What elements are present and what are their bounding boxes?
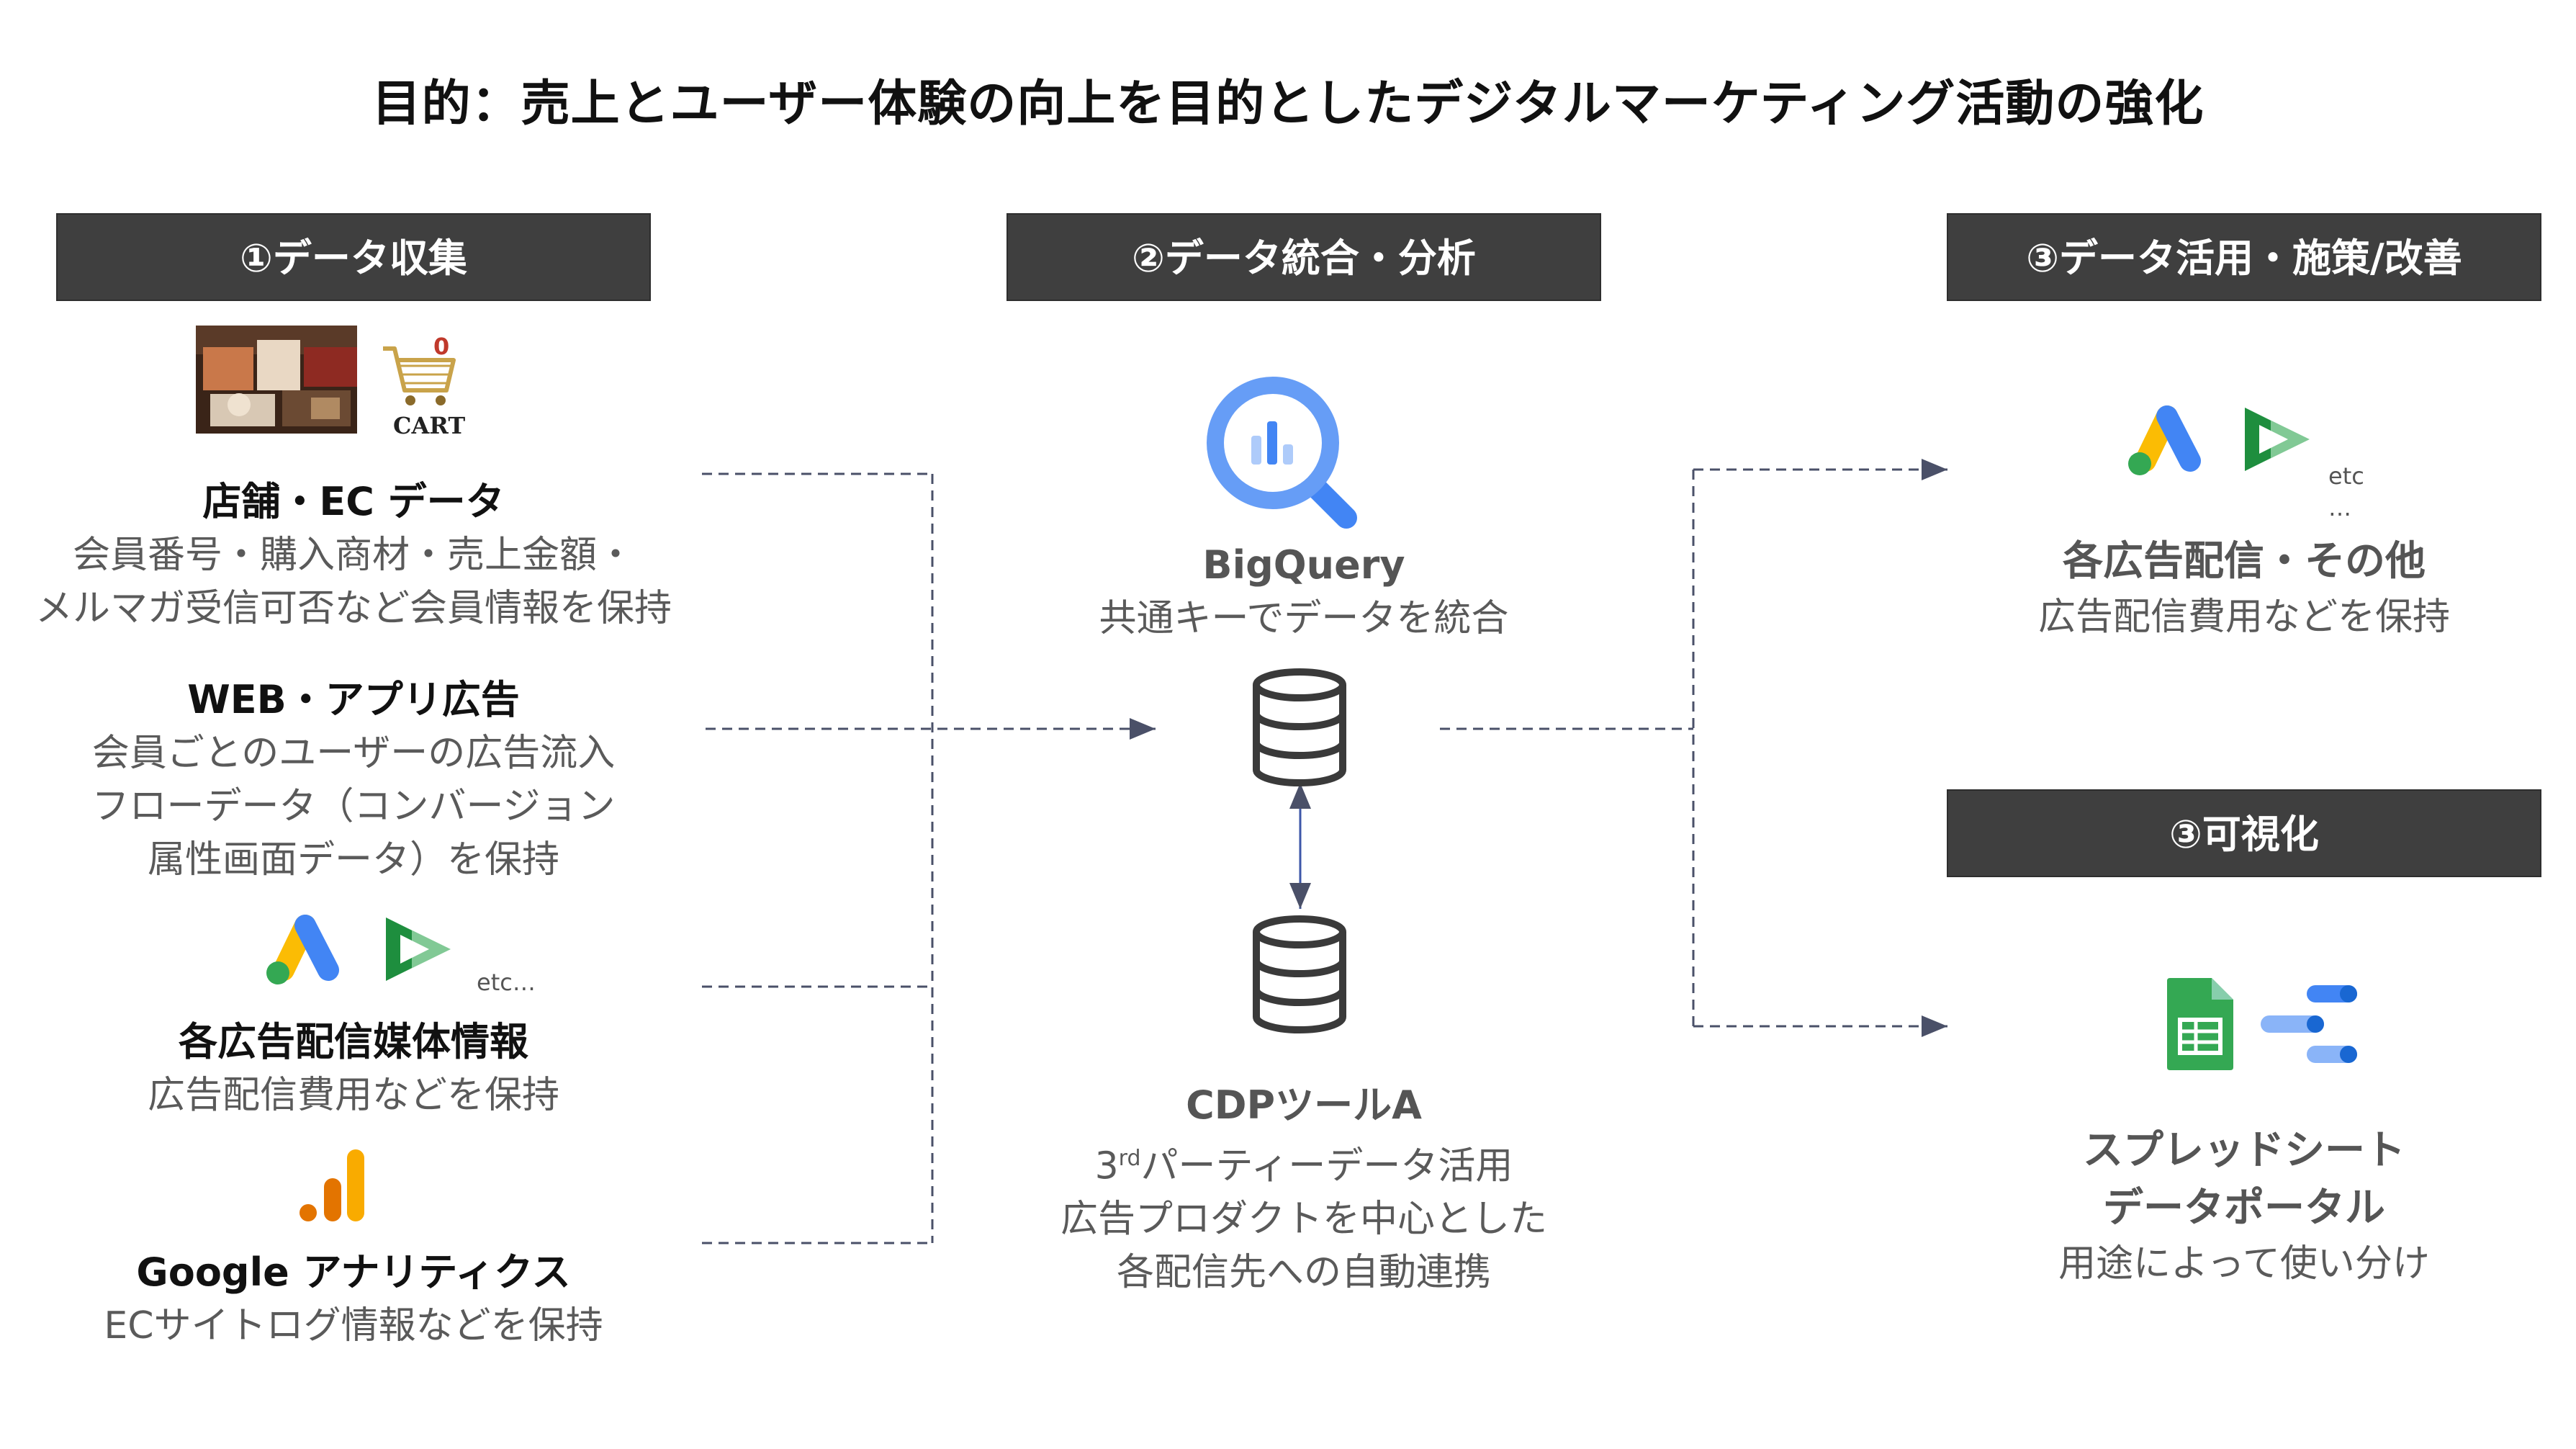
data-portal-icon: [2259, 981, 2360, 1067]
store-ec-block: 店舗・EC データ 会員番号・購入商材・売上金額・ メルマガ受信可否など会員情報…: [0, 475, 707, 635]
visualization-desc: 用途によって使い分け: [2058, 1242, 2430, 1286]
cdp-third-sup: rd: [1118, 1146, 1141, 1171]
database-icon-bigquery: [1246, 666, 1354, 789]
cdp-third-num: 3: [1094, 1144, 1119, 1188]
google-ads-icon: [256, 904, 350, 990]
bigquery-block: BigQuery 共通キーでデータを統合: [1006, 539, 1601, 645]
shopping-cart-icon: 0 CART: [376, 333, 466, 441]
ad-media-heading: 各広告配信媒体情報: [179, 1019, 528, 1064]
etc-label: etc…: [477, 969, 536, 996]
header-data-integration: ②データ統合・分析: [1006, 213, 1601, 301]
google-analytics-block: Google アナリティクス ECサイトログ情報などを保持: [0, 1246, 707, 1352]
ads-utilize-heading: 各広告配信・その他: [2063, 538, 2426, 585]
cdp-desc: 広告プロダクトを中心とした 各配信先への自動連携: [1060, 1198, 1547, 1295]
cdp-block: CDPツールA 3rdパーティーデータ活用 広告プロダクトを中心とした 各配信先…: [1006, 1079, 1601, 1299]
display-video-icon: [376, 906, 462, 992]
bigquery-icon: [1195, 364, 1382, 537]
cart-label: CART: [393, 412, 466, 439]
header-data-collection: ①データ収集: [56, 213, 651, 301]
data-portal-heading: データポータル: [2103, 1185, 2385, 1232]
cdp-desc-line1: 3rdパーティーデータ活用: [1006, 1132, 1601, 1193]
visualization-block: スプレッドシート データポータル 用途によって使い分け: [1947, 1122, 2541, 1291]
google-sheets-icon: [2164, 975, 2236, 1073]
web-app-ads-block: WEB・アプリ広告 会員ごとのユーザーの広告流入 フローデータ（コンバージョン …: [0, 673, 707, 887]
bigquery-desc: 共通キーでデータを統合: [1099, 597, 1509, 640]
web-app-ads-desc: 会員ごとのユーザーの広告流入 フローデータ（コンバージョン 属性画面データ）を保…: [91, 732, 616, 881]
ads-utilize-desc: 広告配信費用などを保持: [2037, 596, 2450, 639]
header-data-utilization: ③データ活用・施策/改善: [1947, 213, 2541, 301]
bigquery-heading: BigQuery: [1202, 542, 1405, 588]
ad-media-block: 各広告配信媒体情報 広告配信費用などを保持: [0, 1015, 707, 1122]
etc-dots-utilize: …: [2328, 494, 2351, 521]
header-visualization: ③可視化: [1947, 789, 2541, 877]
spreadsheet-heading: スプレッドシート: [2083, 1127, 2405, 1174]
store-ec-heading: 店舗・EC データ: [202, 479, 505, 524]
cart-count: 0: [433, 333, 450, 360]
store-ec-desc: 会員番号・購入商材・売上金額・ メルマガ受信可否など会員情報を保持: [35, 534, 672, 630]
page-title: 目的：売上とユーザー体験の向上を目的としたデジタルマーケティング活動の強化: [371, 76, 2205, 133]
cdp-heading: CDPツールA: [1186, 1082, 1422, 1128]
google-analytics-desc: ECサイトログ情報などを保持: [104, 1304, 603, 1347]
database-icon-cdp: [1246, 913, 1354, 1036]
display-video-icon-utilize: [2235, 396, 2321, 483]
store-photo: [196, 326, 357, 434]
cdp-desc-line1-rest: パーティーデータ活用: [1140, 1144, 1513, 1188]
ad-media-desc: 広告配信費用などを保持: [147, 1074, 559, 1117]
etc-label-utilize: etc: [2328, 462, 2364, 490]
google-ads-icon-utilize: [2118, 395, 2212, 481]
ads-utilize-block: 各広告配信・その他 広告配信費用などを保持: [1947, 533, 2541, 644]
google-analytics-heading: Google アナリティクス: [136, 1250, 571, 1295]
web-app-ads-heading: WEB・アプリ広告: [187, 677, 520, 722]
google-analytics-icon: [297, 1147, 369, 1226]
